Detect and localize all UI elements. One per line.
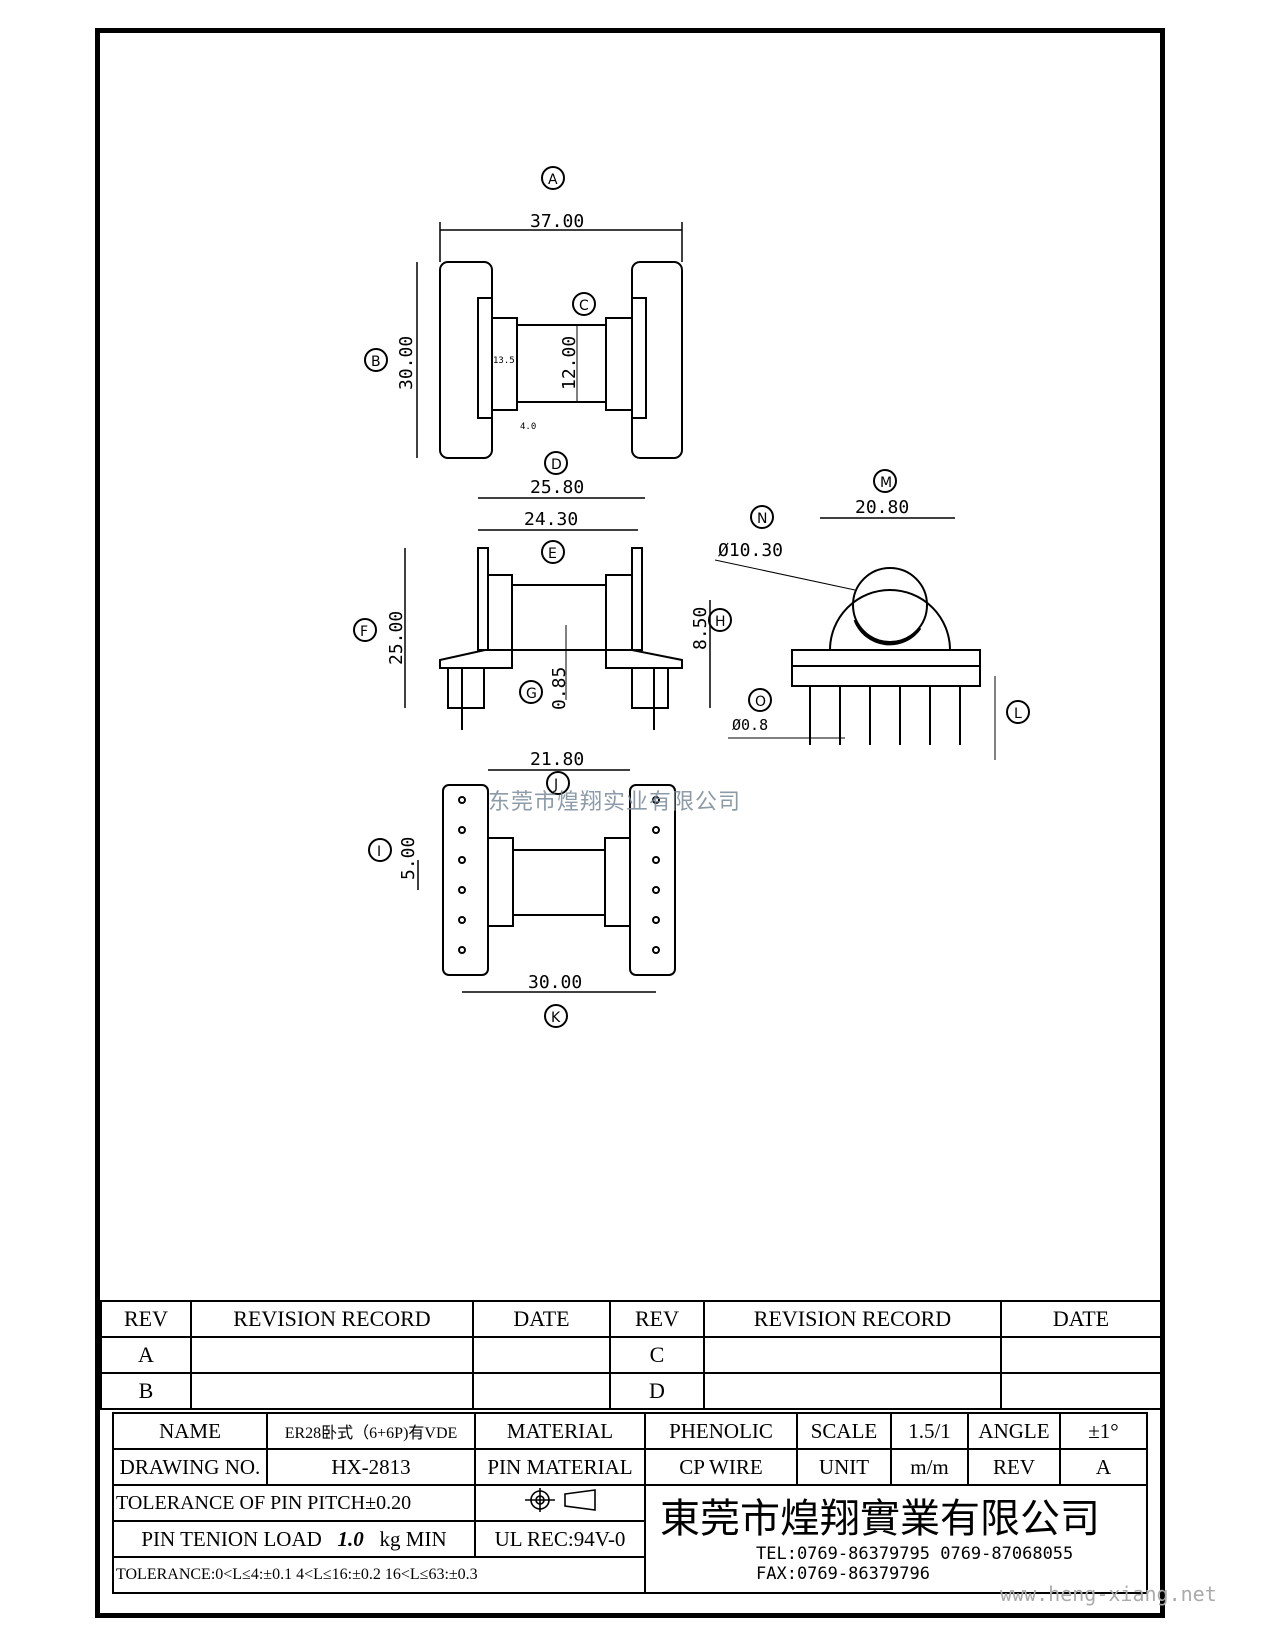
tolerance-general: TOLERANCE:0<L≤4:±0.1 4<L≤16:±0.2 16<L≤63… [112,1556,646,1594]
drawing-no-label: DRAWING NO. [112,1448,268,1486]
company-name: 東莞市煌翔實業有限公司 [660,1496,1100,1542]
material-value: PHENOLIC [644,1412,798,1450]
circle-d: D [551,457,562,473]
circle-b: B [371,354,381,370]
pin-material-value: CP WIRE [644,1448,798,1486]
angle-label: ANGLE [967,1412,1061,1450]
front-view: D 25.80 24.30 E 25.00 F 0.85 G 8.50 H [353,451,732,730]
name-value: ER28卧式（6+6P)有VDE [266,1412,476,1450]
title-block: NAME ER28卧式（6+6P)有VDE MATERIAL PHENOLIC … [112,1412,1148,1594]
projection-icon [525,1488,596,1512]
company-tel: TEL:0769-86379795 0769-87068055 [756,1544,1074,1564]
record-header-1: REVISION RECORD [190,1300,474,1338]
record-header-2: REVISION RECORD [703,1300,1002,1338]
circle-f: F [360,624,368,640]
top-view: 37.00 A 13.5 4.0 30.00 B 12.00 C [364,166,683,459]
circle-l: L [1014,706,1022,722]
revision-row: A C [100,1336,1162,1374]
circle-o: O [755,694,766,710]
dim-j: 21.80 [530,749,584,770]
unit-label: UNIT [796,1448,892,1486]
revision-table: REV REVISION RECORD DATE REV REVISION RE… [100,1300,1162,1410]
drawing-sheet-border [95,28,1165,1618]
dim-g: 0.85 [549,667,570,710]
bottom-view: 21.80 J 5.00 I 30.00 K [368,749,676,1028]
dim-e: 24.30 [524,509,578,530]
watermark-text: 东莞市煌翔实业有限公司 [488,790,742,815]
tolerance-pin-pitch: TOLERANCE OF PIN PITCH±0.20 [112,1484,476,1522]
circle-a: A [548,172,558,188]
dim-h: 8.50 [690,607,711,650]
ul-rec: UL REC:94V-0 [474,1520,646,1558]
dim-f: 25.00 [386,611,407,665]
company-fax: FAX:0769-86379796 [756,1564,930,1584]
circle-h: H [715,614,726,630]
circle-j: J [553,777,558,793]
date-header-2: DATE [1000,1300,1162,1338]
dim-c-small-2: 4.0 [520,422,536,432]
circle-n: N [757,511,767,527]
rev-value: A [1059,1448,1148,1486]
revision-row: B D [100,1372,1162,1410]
name-label: NAME [112,1412,268,1450]
watermark-url: www.heng-xiang.net [1000,1582,1217,1606]
circle-g: G [526,686,537,702]
dim-i: 5.00 [398,837,419,880]
projection-symbol [474,1484,646,1522]
rev-header-2: REV [609,1300,705,1338]
dim-b: 30.00 [396,336,417,390]
circle-c: C [579,298,589,314]
rev-label: REV [967,1448,1061,1486]
circle-i: I [377,844,381,860]
dim-d: 25.80 [530,477,584,498]
scale-value: 1.5/1 [890,1412,969,1450]
dim-n: Ø10.30 [718,540,783,561]
dim-o: Ø0.8 [732,716,768,734]
dim-c: 12.00 [559,336,580,390]
scale-label: SCALE [796,1412,892,1450]
dim-k: 30.00 [528,972,582,993]
dim-m: 20.80 [855,497,909,518]
unit-value: m/m [890,1448,969,1486]
pin-load: PIN TENION LOAD 1.0 kg MIN [112,1520,476,1558]
drawing-no-value: HX-2813 [266,1448,476,1486]
pin-material-label: PIN MATERIAL [474,1448,646,1486]
angle-value: ±1° [1059,1412,1148,1450]
dim-a: 37.00 [530,211,584,232]
circle-k: K [551,1010,561,1026]
dim-c-small-1: 13.5 [493,356,515,366]
side-view: M 20.80 N Ø10.30 O Ø0.8 L [714,469,1030,760]
circle-e: E [548,546,557,562]
date-header-1: DATE [472,1300,611,1338]
rev-header-1: REV [100,1300,192,1338]
circle-m: M [880,475,892,491]
company-block: 東莞市煌翔實業有限公司 TEL:0769-86379795 0769-87068… [644,1484,1148,1594]
material-label: MATERIAL [474,1412,646,1450]
